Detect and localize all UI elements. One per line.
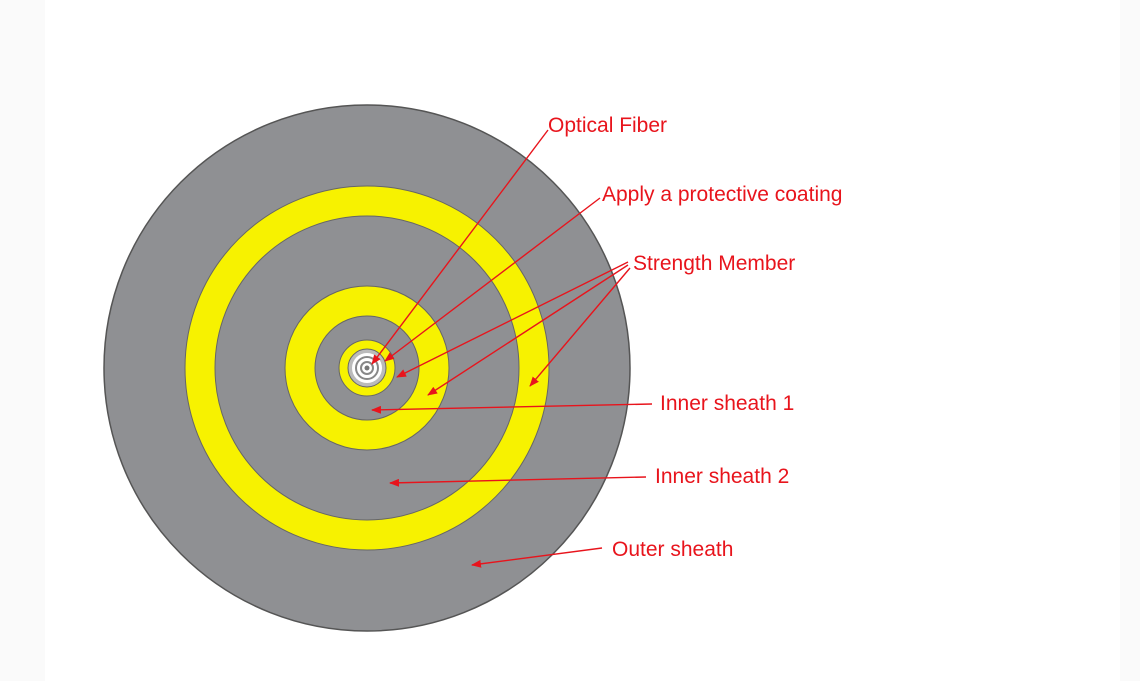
label-strength-member: Strength Member: [633, 252, 796, 275]
inner-sheath-2-arrow: [389, 476, 647, 487]
fiber-ring: [360, 361, 374, 375]
strength-member-arrow: [396, 261, 629, 378]
label-protective-coating: Apply a protective coating: [602, 183, 843, 206]
strength-member-arrow: [427, 264, 629, 396]
coating-arrow: [384, 197, 601, 362]
inner-sheath-1-arrow: [371, 403, 653, 414]
left-margin: [0, 0, 45, 681]
fiber-ring: [355, 356, 379, 380]
outer-sheath-arrow: [471, 547, 603, 568]
label-inner-sheath-1: Inner sheath 1: [660, 392, 795, 415]
optical-fiber-arrow: [371, 129, 549, 365]
right-margin: [1120, 0, 1140, 681]
optical-fiber-core: [364, 365, 370, 371]
label-inner-sheath-2: Inner sheath 2: [655, 465, 790, 488]
label-outer-sheath: Outer sheath: [612, 538, 734, 561]
label-optical-fiber: Optical Fiber: [548, 114, 668, 137]
strength-member-arrow: [529, 267, 631, 387]
